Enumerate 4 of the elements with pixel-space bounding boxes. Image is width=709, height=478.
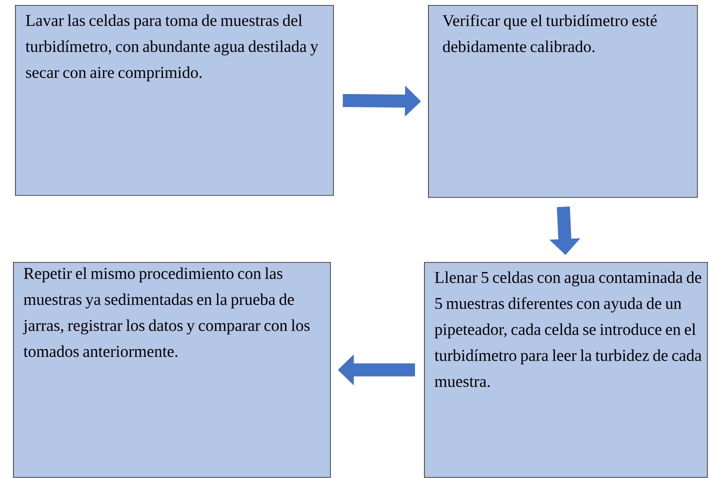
process-box: Llenar 5 celdas con agua contaminada de 5 muestras diferentes con ayuda de un pipeteador, cada celda se introduce en el turbidímetro para leer la turbidez de cada muestra. [424, 262, 708, 478]
process-box: Repetir el mismo procedimiento con las muestras ya sedimentadas en la prueba de jarras, registrar los datos y comparar con los tomados anteriormente. [13, 262, 331, 478]
process-box: Verificar que el turbidímetro esté debidamente calibrado. [428, 5, 698, 198]
process-box: Lavar las celdas para toma de muestras del turbidímetro, con abundante agua destilada y secar con aire comprimido. [15, 5, 334, 196]
